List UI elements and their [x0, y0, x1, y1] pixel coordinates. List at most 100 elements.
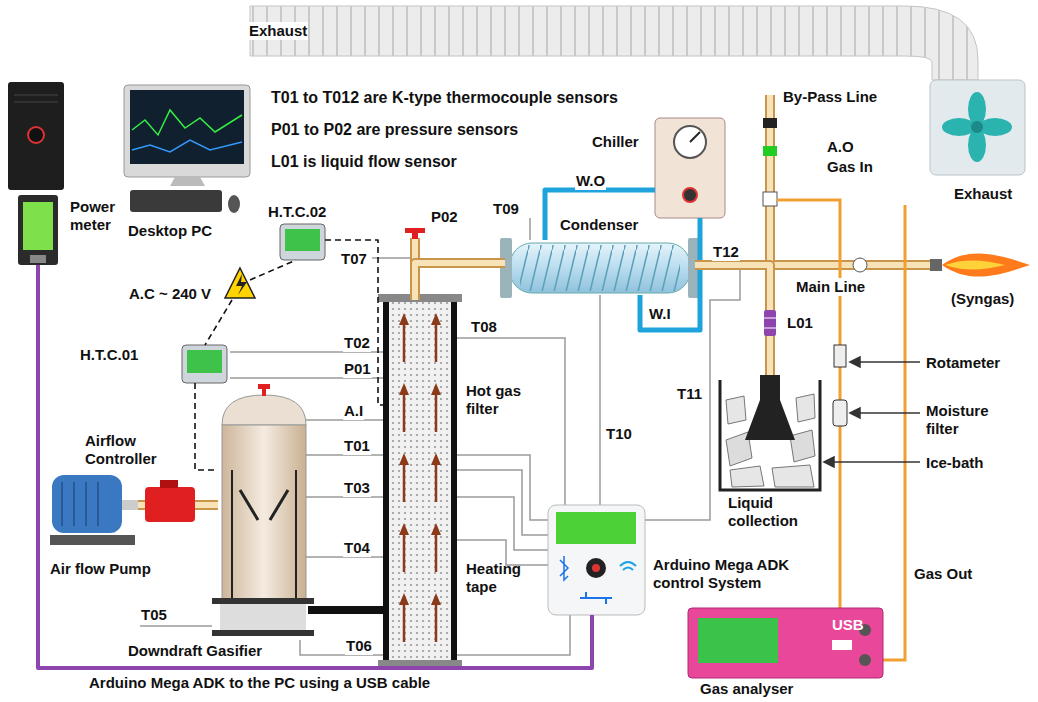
- node-label: Chiller: [592, 133, 639, 151]
- computer-tower: [28, 127, 44, 143]
- leader-arrows: [824, 357, 920, 467]
- power-meter: [23, 202, 53, 250]
- htc-controllers: [280, 224, 325, 260]
- connector: [38, 265, 592, 668]
- text-label: A.C ~ 240 V: [128, 285, 212, 303]
- arduino-box: [548, 505, 645, 615]
- connector-line: [695, 265, 770, 375]
- node-label: Liquid collection: [728, 494, 823, 530]
- airflow-controller: [145, 487, 195, 522]
- text-label: Moisture filter: [925, 402, 1017, 438]
- node-label: Power meter: [70, 198, 128, 234]
- htc-controllers: [182, 345, 227, 383]
- node-label: Condenser: [560, 216, 638, 234]
- desktop-pc: [132, 110, 242, 135]
- downdraft-gasifier: [295, 470, 297, 598]
- text-label: T09: [492, 200, 520, 218]
- connector-line: [325, 240, 385, 405]
- node-label: Heating tape: [466, 560, 526, 596]
- text-label: W.O: [575, 172, 606, 190]
- text-label: (Syngas): [950, 290, 1015, 308]
- text-label: T08: [470, 318, 498, 336]
- sensor-wires: [452, 470, 548, 535]
- downdraft-gasifier: [220, 604, 306, 630]
- node-label: USB: [832, 616, 864, 634]
- desktop-pc: [228, 195, 240, 213]
- connector-line: [415, 263, 505, 300]
- liquid-collection: [726, 396, 746, 424]
- syngas-flame: [945, 260, 1005, 269]
- sensor-wires: [452, 455, 548, 520]
- leader-arrows: [858, 412, 920, 414]
- arduino-box: [580, 592, 612, 604]
- liquid-collection: [772, 465, 814, 487]
- connector-line: [415, 263, 505, 300]
- text-label: W.I: [648, 305, 672, 323]
- sensor-wires: [140, 625, 212, 627]
- desktop-pc: [130, 90, 244, 164]
- liquid-collection: [730, 466, 764, 487]
- main-line: [770, 95, 940, 265]
- connector: [138, 505, 145, 506]
- connector-line: [38, 265, 592, 668]
- leader-arrows: [850, 408, 860, 418]
- control-system: Arduino Mega ADK control System: [548, 505, 645, 615]
- downdraft-gasifier: [258, 384, 270, 389]
- liquid-collection: [720, 375, 820, 490]
- sensor-wires: [529, 218, 531, 240]
- airflow-pump: [73, 482, 75, 526]
- arduino-box: [586, 558, 606, 578]
- leader-arrows: [824, 457, 834, 467]
- exhaust-duct: [250, 6, 978, 80]
- liquid-collection: [745, 375, 795, 440]
- downdraft-gasifier: [262, 389, 266, 396]
- airflow-pump: [61, 482, 63, 526]
- condenser: [520, 245, 680, 291]
- sensor-wires: [455, 338, 565, 505]
- desktop-pc: [124, 85, 250, 177]
- downdraft-gasifier: [222, 395, 306, 425]
- chiller: Chiller: [655, 118, 725, 218]
- downdraft-gasifier: [240, 490, 288, 520]
- text-label: L01 is liquid flow sensor: [270, 152, 458, 171]
- gas-analyser: [859, 654, 871, 666]
- main-line: [763, 95, 940, 272]
- connector: [640, 218, 700, 330]
- leader-arrows: [850, 357, 860, 367]
- hot-gas-filter: [388, 300, 452, 662]
- power-supply-lines: [205, 300, 232, 345]
- gas-lines: [777, 200, 905, 660]
- text-label: T03: [343, 479, 371, 497]
- chiller: [690, 132, 700, 142]
- node-label: Air flow Pump: [50, 560, 151, 578]
- text-label: Rotameter: [925, 354, 1001, 372]
- gas-analyser: [832, 640, 852, 650]
- htc-controllers: [187, 350, 222, 373]
- gas-analyser: [688, 608, 883, 678]
- power-meter: [18, 195, 58, 265]
- node-label: Gas analyser: [700, 680, 793, 698]
- computer-tower: [8, 82, 64, 190]
- flow-sensor-l01: [764, 328, 776, 329]
- text-label: T11: [676, 385, 703, 403]
- arduino-box: [620, 562, 636, 570]
- connector: [325, 240, 385, 405]
- text-label: Ice-bath: [925, 454, 985, 472]
- chiller: [655, 118, 725, 218]
- gas-lines: [777, 200, 840, 608]
- text-label: T01 to T012 are K-type thermocouple sens…: [270, 88, 619, 107]
- connector: [545, 190, 655, 240]
- node-label: Downdraft Gasifier: [128, 642, 262, 660]
- liquid-collection: [790, 430, 815, 462]
- gas-analyser: [688, 608, 883, 678]
- power-meter: [18, 195, 58, 265]
- connector: [415, 263, 505, 300]
- htc-controllers: [182, 224, 325, 383]
- liquid-collection: [720, 380, 820, 490]
- computer-tower: [14, 102, 58, 103]
- text-label: L01: [786, 314, 814, 332]
- exhaust-duct: [250, 6, 978, 80]
- text-label: T05: [140, 606, 168, 624]
- arduino-box: [548, 505, 645, 615]
